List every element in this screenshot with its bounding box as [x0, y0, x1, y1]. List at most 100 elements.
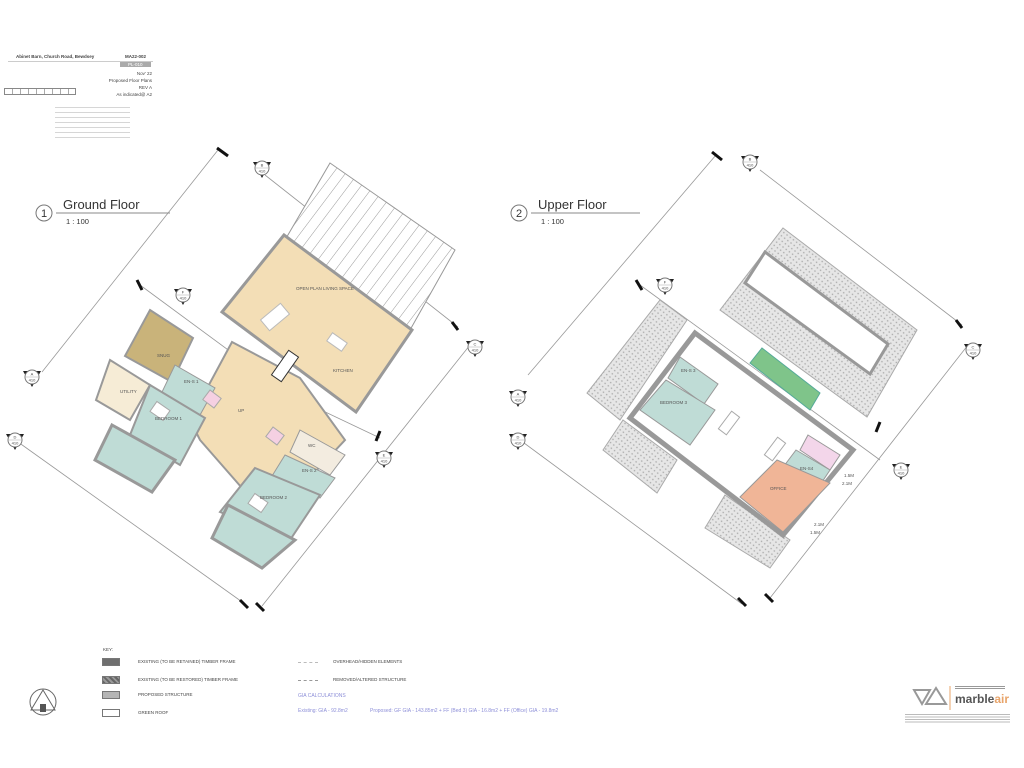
gia-existing: Existing: GIA - 92.8m2	[298, 708, 348, 714]
marker-sheet: 410	[662, 286, 669, 291]
marker-sheet: 410	[12, 441, 19, 446]
marker-sheet: 410	[515, 398, 522, 403]
roof-west	[586, 299, 688, 421]
marker-sheet: 410	[259, 169, 266, 174]
section-ticks-ground	[135, 146, 460, 613]
marker-letter: A	[31, 372, 34, 377]
room-bedroom1-ext	[93, 422, 178, 494]
room-label: BEDROOM 3	[660, 400, 688, 405]
logo-text: marbleair	[955, 692, 1009, 706]
upper-floor-plan: EN-S 3 BEDROOM 3 EN-S4 OFFICE 1.5M 2.1M …	[586, 227, 918, 569]
marker-sheet: 410	[29, 378, 36, 383]
key-label: OVERHEAD/HIDDEN ELEMENTS	[333, 659, 403, 664]
sofa	[259, 302, 291, 332]
room-wc	[289, 429, 346, 476]
stairs	[763, 436, 787, 462]
marker-letter: A	[517, 392, 520, 397]
room-label: OPEN PLAN LIVING SPACE	[296, 286, 354, 291]
marker-letter: E	[383, 453, 386, 458]
room-label: UTILITY	[120, 389, 137, 394]
view-number: 2	[516, 208, 522, 220]
dimension-label: 2.1M	[842, 481, 852, 486]
key-swatch	[102, 676, 120, 684]
key-line-dashdot	[298, 680, 318, 681]
divider	[8, 61, 153, 62]
room-office	[739, 459, 831, 533]
view-number-circle	[35, 204, 53, 222]
section-ticks-upper	[634, 150, 964, 608]
key-label: PROPOSED STRUCTURE	[138, 692, 193, 697]
section-lines-upper	[519, 154, 969, 605]
view-title: Upper Floor	[538, 197, 607, 212]
logo-address	[955, 686, 1005, 690]
marker-letter: F	[182, 290, 185, 295]
room-label: EN-S 2	[302, 468, 317, 473]
marker-letter: B	[261, 163, 264, 168]
marker-letter: E	[900, 465, 903, 470]
dimension-label: 1.5M	[844, 473, 854, 478]
room-label: EN-S4	[800, 466, 814, 471]
dining-table	[270, 349, 300, 383]
ground-floor-plan: OPEN PLAN LIVING SPACE KITCHEN SNUG UTIL…	[93, 162, 456, 570]
marker-sheet: 410	[180, 296, 187, 301]
key-heading: KEY:	[103, 647, 114, 652]
logo-mark	[912, 686, 951, 710]
marker-letter: B	[749, 157, 752, 162]
room-ens2	[271, 454, 336, 499]
green-roof-light	[749, 347, 821, 411]
view-scale: 1 : 100	[66, 217, 89, 226]
marker-sheet: 410	[898, 471, 905, 476]
room-label: SNUG	[157, 353, 171, 358]
kitchen-island	[326, 332, 348, 352]
room-label: UP	[238, 408, 244, 413]
scale-bar	[4, 88, 76, 95]
room-living	[219, 232, 415, 415]
room-bedroom3	[639, 379, 716, 446]
drawing-number: MA22-002	[125, 54, 147, 59]
stairs	[717, 410, 741, 436]
view-number: 1	[41, 208, 47, 220]
room-label: KITCHEN	[333, 368, 353, 373]
dimension-label: 1.5M	[810, 530, 820, 535]
revision-tag: PL-010	[120, 62, 151, 67]
room-label: BEDROOM 2	[260, 495, 288, 500]
rooflight-frame	[742, 249, 890, 377]
view-title-ground: 1 Ground Floor 1 : 100	[35, 197, 170, 226]
drawing-title: Proposed Floor Plans	[108, 78, 152, 83]
bed	[247, 492, 269, 514]
drawing-revision: REV A	[138, 85, 152, 90]
marker-letter: D	[14, 435, 17, 440]
gia-heading: GIA CALCULATIONS	[298, 693, 346, 699]
gia-proposed: Proposed: GF GIA - 143.85m2 + FF (Bed 3)…	[370, 708, 559, 714]
room-label: WC	[308, 443, 316, 448]
room-label: BEDROOM 1	[155, 416, 183, 421]
view-title-upper: 2 Upper Floor 1 : 100	[510, 197, 640, 226]
room-bedroom2-ext	[210, 502, 298, 570]
room-label: EN-S 1	[184, 379, 199, 384]
logo-text-accent: air	[994, 692, 1010, 706]
marker-letter: C	[474, 342, 477, 347]
room-label: EN-S 3	[681, 368, 696, 373]
revision-table	[55, 104, 130, 138]
logo-text-main: marble	[955, 692, 995, 706]
marker-sheet: 410	[381, 459, 388, 464]
north-arrow-icon	[29, 688, 57, 716]
stairs	[265, 426, 285, 446]
view-scale: 1 : 100	[541, 217, 564, 226]
marker-letter: C	[972, 345, 975, 350]
key-label: GREEN ROOF	[138, 710, 169, 715]
stairs	[202, 389, 222, 409]
